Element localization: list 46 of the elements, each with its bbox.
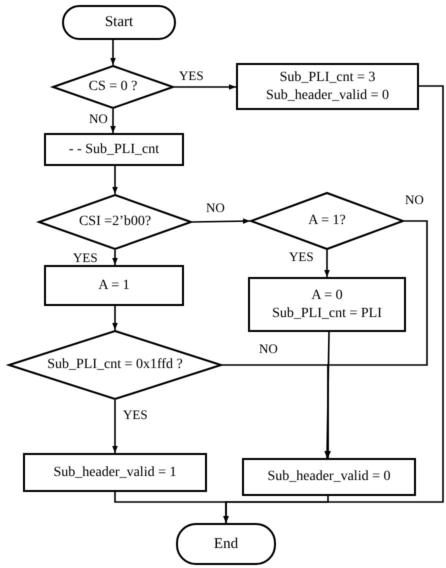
- decision-diamond: [52, 65, 174, 109]
- arrow: [110, 40, 116, 65]
- process-text: Sub_PLI_cnt = 3: [280, 69, 376, 86]
- edge-label: NO: [404, 193, 425, 208]
- arrow: [192, 218, 250, 224]
- edge-label: YES: [72, 251, 99, 266]
- arrow: [223, 85, 444, 523]
- process-text: A = 1: [98, 276, 130, 294]
- arrow: [174, 84, 236, 90]
- decision-diamond: [250, 192, 404, 250]
- process-text: Sub_header_valid = 0: [268, 468, 390, 486]
- arrow: [112, 400, 118, 453]
- process-box: [44, 265, 184, 306]
- decision-diamond: [38, 194, 192, 250]
- arrow: [324, 332, 330, 458]
- process-box: [44, 133, 184, 166]
- process-text: A = 0: [311, 287, 343, 304]
- process-text: Sub_header_valid = 1: [54, 464, 176, 482]
- terminal-text: Start: [104, 13, 134, 32]
- edge-label: YES: [122, 408, 149, 422]
- condition-text: Sub_PLI_cnt = 0x1ffd ?: [47, 356, 183, 374]
- edge-label: YES: [178, 69, 205, 84]
- edge-label: NO: [258, 342, 279, 356]
- arrow: [112, 166, 118, 194]
- arrow: [222, 364, 331, 458]
- terminal-box: [176, 523, 276, 565]
- edge-label: NO: [205, 201, 226, 216]
- terminal-box: [62, 5, 176, 40]
- process-text: Sub_PLI_cnt = PLI: [272, 304, 382, 322]
- arrow: [112, 250, 118, 265]
- edge-label: NO: [88, 112, 109, 126]
- decision-diamond: [8, 330, 222, 400]
- arrow: [324, 250, 330, 277]
- process-box: [23, 453, 207, 492]
- process-box: [236, 63, 419, 110]
- condition-text: A = 1?: [308, 212, 346, 230]
- process-box: [242, 458, 416, 496]
- process-text: - - Sub_PLI_cnt: [68, 140, 160, 158]
- process-box: [248, 277, 406, 332]
- edge-label: YES: [288, 250, 315, 264]
- process-text: Sub_header_valid = 0: [266, 86, 389, 104]
- condition-text: CS = 0 ?: [88, 78, 138, 96]
- arrow: [110, 109, 116, 133]
- terminal-text: End: [214, 534, 238, 554]
- condition-text: CSI =2’b00?: [78, 213, 152, 231]
- arrow: [112, 306, 118, 330]
